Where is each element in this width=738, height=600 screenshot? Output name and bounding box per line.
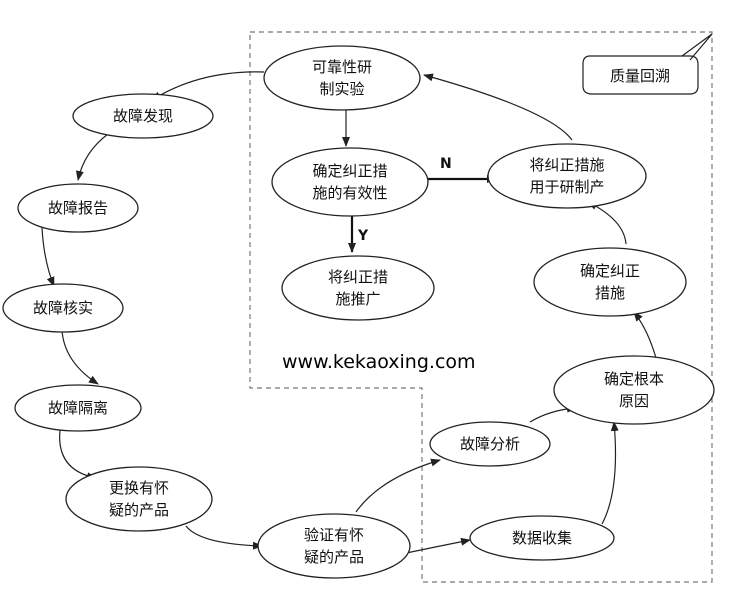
svg-text:故障分析: 故障分析 (460, 435, 520, 453)
callout-quality-retrospect: 质量回溯 (582, 33, 713, 95)
node-label-line: 确定纠正措 (312, 162, 387, 180)
svg-text:故障核实: 故障核实 (33, 299, 93, 317)
svg-text:将纠正措施推广: 将纠正措施推广 (328, 268, 388, 308)
svg-text:将纠正措施用于研制产: 将纠正措施用于研制产 (529, 156, 604, 196)
edge-report-to-verify (41, 227, 55, 287)
node-label-line: 施的有效性 (312, 184, 387, 202)
svg-text:故障发现: 故障发现 (113, 107, 173, 125)
node-label-line: 措施 (595, 284, 625, 302)
node-label-line: 数据收集 (512, 529, 572, 547)
callout-text: 质量回溯 (610, 67, 670, 85)
node-verify-suspect: 验证有怀疑的产品 (257, 513, 411, 579)
quality-retrospect-boundary (249, 31, 713, 583)
node-fault-report: 故障报告 (17, 183, 139, 233)
node-label-line: 疑的产品 (109, 501, 169, 519)
nodes: 可靠性研制实验 故障发现 故障报告 故障核实 故障隔离 更换有怀疑的产品 验证有… (2, 45, 715, 579)
node-label-line: 原因 (619, 392, 649, 410)
node-measure-effective: 确定纠正措施的有效性 (271, 147, 429, 217)
node-fault-isolate: 故障隔离 (14, 384, 142, 432)
node-label-line: 故障隔离 (48, 399, 108, 417)
node-label-line: 故障发现 (113, 107, 173, 125)
node-fault-verify: 故障核实 (2, 283, 124, 333)
node-label-line: 故障报告 (48, 199, 108, 217)
node-fault-analysis: 故障分析 (429, 421, 551, 467)
edge-verify-to-isolate (61, 329, 99, 385)
node-data-collection: 数据收集 (469, 515, 615, 561)
svg-text:验证有怀疑的产品: 验证有怀疑的产品 (304, 526, 364, 566)
svg-text:更换有怀疑的产品: 更换有怀疑的产品 (109, 479, 169, 519)
edge-apply-to-test (423, 73, 573, 141)
node-label-line: 用于研制产 (529, 178, 604, 196)
svg-text:确定根本原因: 确定根本原因 (604, 370, 664, 410)
svg-text:确定纠正措施: 确定纠正措施 (580, 262, 640, 302)
node-reliability-test: 可靠性研制实验 (263, 45, 421, 111)
node-label-line: 将纠正措施 (529, 156, 604, 174)
node-label-line: 制实验 (319, 80, 364, 98)
svg-text:数据收集: 数据收集 (512, 529, 572, 547)
node-promote-measure: 将纠正措施推广 (281, 255, 435, 321)
edge-isolate-to-replace (59, 429, 97, 481)
node-label-line: 将纠正措 (328, 268, 388, 286)
edge-label-yes: Y (357, 228, 369, 244)
node-label-line: 可靠性研 (312, 58, 372, 76)
edge-label-no: N (440, 156, 452, 172)
watermark-text: www.kekaoxing.com (282, 351, 476, 373)
svg-text:故障隔离: 故障隔离 (48, 399, 108, 417)
edge-data-to-root (601, 421, 619, 525)
edge-verify-suspect-to-analysis (355, 458, 441, 513)
node-label-line: 故障核实 (33, 299, 93, 317)
node-label-line: 故障分析 (460, 435, 520, 453)
node-label-line: 更换有怀 (109, 479, 169, 497)
node-apply-measure: 将纠正措施用于研制产 (487, 143, 647, 209)
node-label-line: 确定根本 (604, 370, 664, 388)
node-label-line: 确定纠正 (580, 262, 640, 280)
node-fault-discovery: 故障发现 (72, 93, 214, 139)
edge-measure-to-apply (587, 201, 627, 245)
svg-text:故障报告: 故障报告 (48, 199, 108, 217)
node-replace-suspect: 更换有怀疑的产品 (65, 466, 213, 532)
svg-text:可靠性研制实验: 可靠性研制实验 (312, 58, 372, 98)
node-label-line: 施推广 (335, 290, 380, 308)
node-root-cause: 确定根本原因 (553, 355, 715, 425)
node-label-line: 疑的产品 (304, 548, 364, 566)
edge-discovery-to-report (75, 133, 109, 181)
edge-test-to-discovery (151, 71, 265, 101)
node-label-line: 验证有怀 (304, 526, 364, 544)
edge-root-to-measure (633, 311, 657, 359)
node-corrective-measure: 确定纠正措施 (533, 247, 687, 317)
edge-replace-to-verify-suspect (185, 525, 263, 550)
svg-text:确定纠正措施的有效性: 确定纠正措施的有效性 (312, 162, 387, 202)
